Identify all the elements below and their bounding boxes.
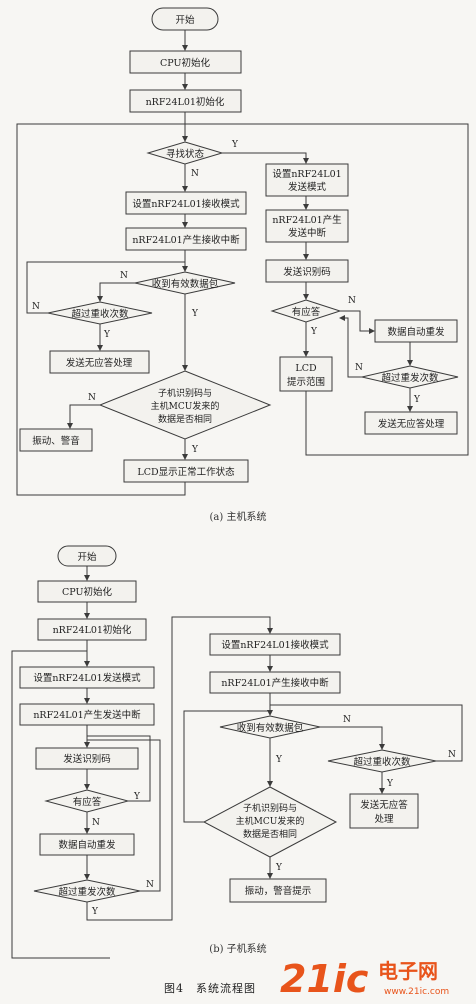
main-compare-y: Y <box>191 445 199 455</box>
main-vibrate-label: 振动、警音 <box>32 435 80 447</box>
main-cpu-init-label: CPU初始化 <box>160 57 211 69</box>
sub-has-resp-n: N <box>92 818 100 828</box>
main-exceed-resend-n: N <box>355 363 363 373</box>
sub-set-tx-label: 设置nRF24L01发送模式 <box>33 672 141 684</box>
sub-exceed-resend-label: 超过重发次数 <box>58 886 116 898</box>
main-set-tx-box <box>265 163 349 197</box>
sub-has-resp-label: 有应答 <box>73 796 102 808</box>
main-rx-int-label: nRF24L01产生接收中断 <box>132 234 240 246</box>
main-search-y: Y <box>231 140 239 150</box>
sub-rx-int-box <box>209 671 341 694</box>
main-exceed-rx-n: N <box>32 302 40 312</box>
main-valid-n: N <box>120 271 128 281</box>
sub-auto-resend-label: 数据自动重发 <box>58 839 116 851</box>
main-no-resp-label: 发送无应答处理 <box>66 357 133 369</box>
watermark-cn: 电子网 <box>378 959 438 983</box>
sub-exceed-resend-y: Y <box>91 907 99 917</box>
main-auto-resend-box <box>374 319 458 343</box>
sub-set-rx-label: 设置nRF24L01接收模式 <box>221 639 329 651</box>
main-lcd-normal-box <box>123 459 249 483</box>
sub-vibrate-box <box>229 878 327 903</box>
sub-start-label: 开始 <box>77 551 97 563</box>
main-has-resp-label: 有应答 <box>292 306 321 318</box>
sub-nrf-init-label: nRF24L01初始化 <box>53 624 132 636</box>
main-set-tx-line1: 设置nRF24L01 <box>272 169 341 180</box>
main-start-label: 开始 <box>175 14 195 26</box>
sub-valid-n: N <box>343 715 351 725</box>
watermark-url: www.21ic.com <box>384 987 449 997</box>
main-has-resp-n: N <box>348 296 356 306</box>
main-compare-n: N <box>88 393 96 403</box>
main-lcd-range-box <box>279 356 333 392</box>
watermark-21ic: 21ic <box>280 957 369 1001</box>
sub-system-flowchart: 开始 CPU初始化 nRF24L01初始化 设置nRF24L01发送模式 nRF… <box>11 545 463 959</box>
sub-compare-line3: 数据是否相同 <box>243 828 297 840</box>
sub-set-rx-box <box>209 633 341 656</box>
sub-has-resp-y: Y <box>133 792 141 802</box>
main-exceed-rx-label: 超过重收次数 <box>71 308 129 320</box>
sub-send-id-label: 发送识别码 <box>63 753 111 765</box>
sub-exceed-rx-label: 超过重收次数 <box>353 756 411 768</box>
sub-nrf-init-box <box>37 618 147 641</box>
sub-exceed-rx-n: N <box>448 750 456 760</box>
sub-caption: (b) 子机系统 <box>209 942 266 955</box>
main-exceed-resend-label: 超过重发次数 <box>381 372 439 384</box>
main-no-resp-box <box>49 350 150 374</box>
main-compare-line3: 数据是否相同 <box>158 413 212 425</box>
main-rx-int-box <box>125 227 247 251</box>
main-search-n: N <box>191 169 199 179</box>
main-auto-resend-label: 数据自动重发 <box>387 326 445 338</box>
main-tx-int-box <box>265 209 349 243</box>
main-exceed-resend-y: Y <box>413 395 421 405</box>
sub-cpu-init-label: CPU初始化 <box>62 586 113 598</box>
main-nrf-init-label: nRF24L01初始化 <box>146 96 225 108</box>
sub-compare-line1: 子机识别码与 <box>243 802 297 814</box>
watermark-logo: 21ic 电子网 www.21ic.com <box>280 957 449 1001</box>
main-no-resp2-box <box>364 411 458 435</box>
main-set-tx-line2: 发送模式 <box>288 181 327 193</box>
main-set-rx-label: 设置nRF24L01接收模式 <box>132 198 240 210</box>
sub-compare-line2: 主机MCU发来的 <box>236 815 305 827</box>
main-send-id-label: 发送识别码 <box>283 266 331 278</box>
main-has-resp-y: Y <box>310 327 318 337</box>
main-tx-int-line1: nRF24L01产生 <box>272 214 342 226</box>
main-caption: (a) 主机系统 <box>210 510 267 523</box>
sub-rx-int-label: nRF24L01产生接收中断 <box>221 677 329 689</box>
sub-compare-y: Y <box>275 863 283 873</box>
sub-vibrate-label: 振动，警音提示 <box>245 885 312 897</box>
main-lcd-range-line1: LCD <box>295 363 317 374</box>
main-vibrate-box <box>19 428 93 452</box>
sub-valid-y: Y <box>275 755 283 765</box>
main-search-state-label: 寻找状态 <box>166 148 205 160</box>
sub-exceed-resend-n: N <box>146 880 154 890</box>
main-compare-line1: 子机识别码与 <box>158 387 212 399</box>
main-lcd-range-line2: 提示范围 <box>287 376 325 388</box>
main-exceed-rx-y: Y <box>103 330 111 340</box>
main-valid-packet-label: 收到有效数据包 <box>152 278 219 290</box>
sub-no-resp-box <box>349 793 419 829</box>
main-compare-line2: 主机MCU发来的 <box>151 400 220 412</box>
sub-tx-int-label: nRF24L01产生发送中断 <box>33 709 141 721</box>
sub-no-resp-line2: 处理 <box>374 813 394 825</box>
sub-no-resp-line1: 发送无应答 <box>360 799 408 811</box>
main-send-id-box <box>265 259 349 283</box>
main-lcd-normal-label: LCD显示正常工作状态 <box>137 466 235 478</box>
figure-caption: 图4 系统流程图 <box>164 981 256 995</box>
sub-exceed-rx-y: Y <box>386 779 394 789</box>
main-tx-int-line2: 发送中断 <box>288 227 327 239</box>
main-no-resp2-label: 发送无应答处理 <box>378 418 445 430</box>
sub-valid-packet-label: 收到有效数据包 <box>237 722 304 734</box>
main-valid-y: Y <box>191 309 199 319</box>
main-set-rx-box <box>125 191 247 215</box>
main-system-flowchart: 开始 CPU初始化 nRF24L01初始化 寻找状态 N Y 设置nRF24L0… <box>16 7 469 523</box>
